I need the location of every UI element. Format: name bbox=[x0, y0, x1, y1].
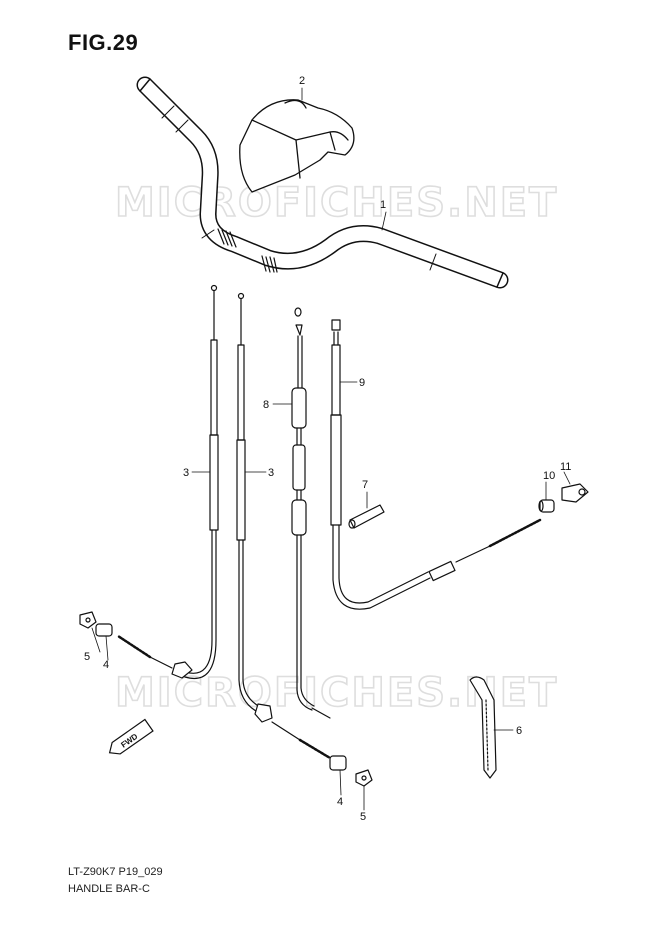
watermark-top: MICROFICHES.NET bbox=[115, 180, 558, 226]
callout-9: 11 bbox=[560, 461, 571, 473]
callout-10: 6 bbox=[516, 725, 522, 737]
handlebar-cover bbox=[239, 99, 355, 193]
nut-5-bottom bbox=[355, 769, 373, 787]
joint-9 bbox=[561, 483, 589, 503]
callout-4-left: 4 bbox=[103, 659, 109, 671]
cable-7 bbox=[330, 319, 542, 610]
callout-11: 7 bbox=[362, 479, 368, 491]
callout-labels: 2 1 3 3 8 9 10 11 7 5 4 4 5 6 bbox=[84, 75, 571, 823]
cable-3-left bbox=[116, 284, 219, 679]
knurl-left bbox=[217, 228, 237, 248]
adjuster-8 bbox=[538, 499, 555, 513]
sleeve-4-left bbox=[95, 623, 113, 637]
callout-3-middle: 3 bbox=[268, 467, 274, 479]
callout-6: 8 bbox=[263, 399, 269, 411]
cable-3-middle bbox=[236, 292, 332, 760]
sleeve-11 bbox=[348, 504, 385, 529]
knurl-right bbox=[261, 255, 278, 273]
callout-5-left: 5 bbox=[84, 651, 90, 663]
cable-6 bbox=[291, 307, 331, 719]
model-code: LT-Z90K7 P19_029 bbox=[68, 866, 163, 878]
callout-1: 1 bbox=[380, 199, 386, 211]
callout-4-bottom: 4 bbox=[337, 796, 343, 808]
cable-tie-10 bbox=[469, 676, 497, 779]
figure-title: FIG.29 bbox=[68, 30, 139, 55]
sleeve-4-bottom bbox=[329, 755, 347, 771]
callout-5-bottom: 5 bbox=[360, 811, 366, 823]
fwd-arrow-icon: FWD bbox=[108, 718, 154, 755]
nut-5-left bbox=[79, 611, 97, 629]
callout-3-left: 3 bbox=[183, 467, 189, 479]
handlebar bbox=[136, 76, 509, 289]
callout-2: 2 bbox=[299, 75, 305, 87]
figure-caption: HANDLE BAR-C bbox=[68, 883, 150, 895]
callout-7: 9 bbox=[359, 377, 365, 389]
callout-8: 10 bbox=[543, 470, 555, 482]
leader-lines bbox=[91, 87, 571, 811]
